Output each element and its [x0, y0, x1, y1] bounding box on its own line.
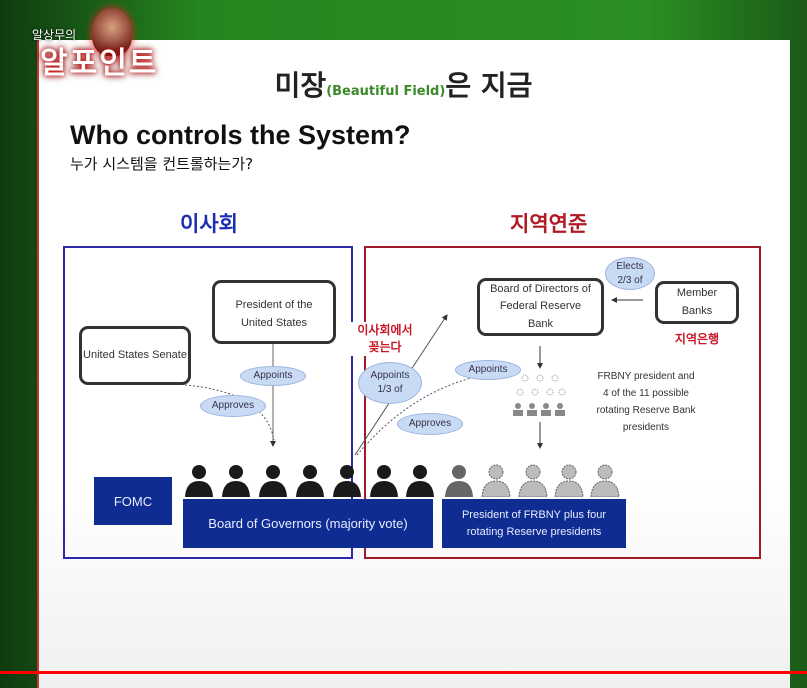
frbny-box: President of FRBNY plus four rotating Re…: [442, 499, 626, 548]
board-governors-box: Board of Governors (majority vote): [183, 499, 433, 548]
approves-bubble-right: Approves: [397, 413, 463, 435]
person-icon: [553, 463, 585, 498]
label-regional: 지역연준: [510, 212, 588, 236]
person-icon: [257, 463, 289, 497]
person-icon: [220, 463, 252, 497]
regional-region-box: [364, 246, 761, 559]
slide-title: 미장(Beautiful Field)은 지금: [0, 64, 807, 104]
elects-bubble: Elects 2/3 of: [605, 257, 655, 290]
person-icon: [517, 463, 549, 498]
person-icon: [294, 463, 326, 497]
person-icon: [183, 463, 215, 497]
appoints-third-bubble: Appoints 1/3 of: [358, 362, 422, 404]
host-avatar: [92, 8, 132, 56]
annotation-text: 이사회에서 꽂는다: [350, 322, 420, 356]
appoints-bubble-left: Appoints: [240, 366, 306, 386]
person-icon: [404, 463, 436, 497]
title-suffix: 은 지금: [445, 69, 533, 102]
frbny-note: FRBNY president and 4 of the 11 possible…: [596, 371, 696, 433]
person-icon: [589, 463, 621, 498]
person-icon: [331, 463, 363, 497]
senate-box: United States Senate: [79, 326, 191, 385]
board-region-box: [63, 246, 353, 559]
appoints-bubble-right: Appoints: [455, 360, 521, 380]
heading: Who controls the System?: [70, 120, 411, 150]
person-icon: [443, 463, 475, 497]
logo-big-text: 알포인트: [40, 46, 159, 81]
approves-bubble-left: Approves: [200, 395, 266, 417]
person-icon: [480, 463, 512, 498]
title-sub: (Beautiful Field): [326, 84, 446, 99]
fomc-box: FOMC: [94, 477, 172, 525]
video-progress-bar[interactable]: [0, 671, 807, 674]
title-prefix: 미장: [274, 69, 327, 102]
member-banks-box: Member Banks: [655, 281, 739, 324]
person-icon: [368, 463, 400, 497]
president-box: President of the United States: [212, 280, 336, 344]
logo-small-text: 알상무의: [32, 28, 77, 42]
reserve-presidents-icon: [513, 374, 566, 416]
subheading: 누가 시스템을 컨트롤하는가?: [70, 155, 254, 173]
member-banks-korean: 지역은행: [674, 332, 720, 346]
label-board: 이사회: [180, 212, 238, 236]
board-directors-box: Board of Directors of Federal Reserve Ba…: [477, 278, 604, 336]
